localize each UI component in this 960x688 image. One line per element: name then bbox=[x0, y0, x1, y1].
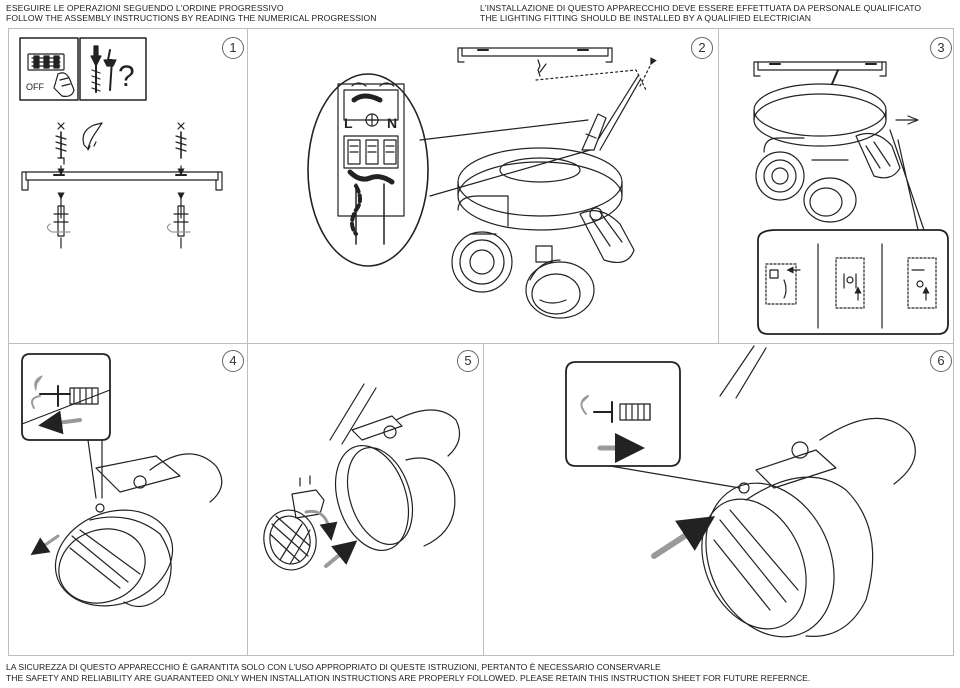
step-4-drawing bbox=[21, 353, 223, 608]
footer: LA SICUREZZA DI QUESTO APPARECCHIO È GAR… bbox=[6, 662, 810, 684]
terminal-block: L N bbox=[337, 82, 405, 245]
step-5-number: 5 bbox=[457, 350, 479, 372]
live-terminal-label: L bbox=[344, 115, 353, 131]
step-1-number: 1 bbox=[222, 37, 244, 59]
step-3-drawing bbox=[753, 61, 949, 335]
step-6-callout bbox=[565, 361, 681, 467]
question-mark: ? bbox=[118, 60, 135, 93]
step-1-drawing: OFF ? bbox=[19, 37, 223, 249]
header-left-english: FOLLOW THE ASSEMBLY INSTRUCTIONS BY READ… bbox=[6, 13, 377, 23]
mounting-bracket bbox=[21, 171, 223, 191]
power-off-switch-icon: OFF bbox=[19, 37, 79, 101]
step-2-drawing: L N bbox=[307, 47, 657, 319]
header-left: ESEGUIRE LE OPERAZIONI SEGUENDO L'ORDINE… bbox=[6, 3, 377, 23]
step-2-number: 2 bbox=[691, 37, 713, 59]
step-4-number: 4 bbox=[222, 350, 244, 372]
neutral-terminal-label: N bbox=[387, 115, 397, 131]
header-left-italian: ESEGUIRE LE OPERAZIONI SEGUENDO L'ORDINE… bbox=[6, 3, 284, 13]
step-3-number: 3 bbox=[930, 37, 952, 59]
step-6-drawing bbox=[565, 345, 916, 638]
wiring-detail-callout bbox=[307, 73, 429, 267]
wall-plug-right-icon bbox=[166, 192, 191, 249]
step-3-callout bbox=[757, 229, 949, 335]
step-5-drawing bbox=[263, 383, 461, 571]
wall-plug-left-icon bbox=[46, 192, 71, 249]
footer-english: THE SAFETY AND RELIABILITY ARE GUARANTEE… bbox=[6, 673, 811, 683]
footer-italian: LA SICUREZZA DI QUESTO APPARECCHIO È GAR… bbox=[6, 662, 661, 672]
header-right-english: THE LIGHTING FITTING SHOULD BE INSTALLED… bbox=[480, 13, 812, 23]
step-6-number: 6 bbox=[930, 350, 952, 372]
header-right-italian: L'INSTALLAZIONE DI QUESTO APPARECCHIO DE… bbox=[480, 3, 922, 13]
bracket-top bbox=[457, 47, 647, 91]
bracket-step3 bbox=[753, 61, 887, 77]
step-6-panel bbox=[483, 343, 954, 656]
screw-right-icon bbox=[175, 122, 187, 176]
gu10-bulb-icon bbox=[263, 475, 325, 571]
hook-icon bbox=[82, 122, 103, 151]
header-right: L'INSTALLAZIONE DI QUESTO APPARECCHIO DE… bbox=[480, 3, 921, 23]
screw-left-icon bbox=[55, 122, 67, 176]
tools-icon: ? bbox=[79, 37, 147, 101]
off-label: OFF bbox=[26, 82, 44, 92]
ceiling-fixture-drawing bbox=[451, 147, 635, 319]
